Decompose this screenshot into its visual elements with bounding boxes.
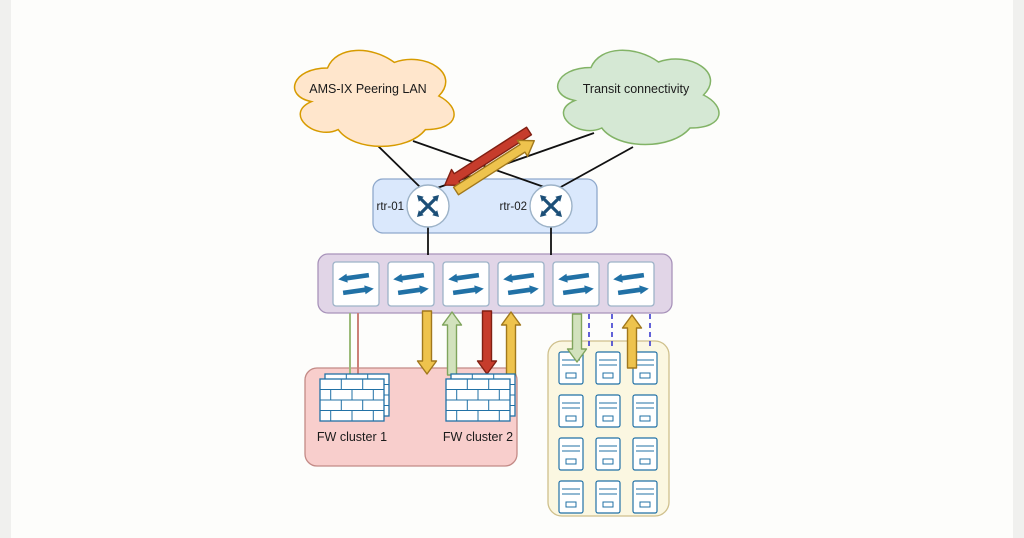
fw-traffic-arrow-yellow-up xyxy=(500,311,522,376)
router-icon-rtr-01 xyxy=(405,183,451,229)
fw-traffic-arrow-green-up xyxy=(441,311,463,376)
switch-icon xyxy=(332,261,380,307)
server-icon xyxy=(632,394,658,428)
firewall-icon xyxy=(319,378,385,422)
screen-edge-right xyxy=(1013,0,1024,538)
server-icon xyxy=(595,394,621,428)
server-icon xyxy=(558,437,584,471)
router-icon-rtr-02 xyxy=(528,183,574,229)
fw-cluster-2-icons xyxy=(445,373,516,422)
fw-traffic-arrow-red-down xyxy=(476,310,498,375)
cloud-label-transit: Transit connectivity xyxy=(583,82,690,96)
server-icon xyxy=(595,351,621,385)
cloud-ams-ix-peering-lan xyxy=(293,49,455,148)
fw-cluster-2-label: FW cluster 2 xyxy=(443,430,513,444)
cloud-label-ams-ix: AMS-IX Peering LAN xyxy=(309,82,426,96)
switch-icon xyxy=(387,261,435,307)
server-dashed-links xyxy=(588,314,651,350)
server-traffic-arrow-green-down xyxy=(566,313,588,363)
router-label-rtr-01: rtr-01 xyxy=(377,201,404,213)
router-label-rtr-02: rtr-02 xyxy=(500,201,527,213)
server-area xyxy=(547,340,670,517)
server-icon xyxy=(632,437,658,471)
fw-cluster-1-icons xyxy=(319,373,390,422)
server-icon xyxy=(595,480,621,514)
link-transit-rtr02 xyxy=(558,146,634,189)
firewall-icon xyxy=(445,378,511,422)
fw-traffic-arrow-yellow-down xyxy=(416,310,438,375)
screen-edge-left xyxy=(0,0,11,538)
server-traffic-arrow-yellow-up xyxy=(621,314,643,369)
switch-icon xyxy=(442,261,490,307)
switch-icon xyxy=(497,261,545,307)
cloud-transit-connectivity xyxy=(556,49,720,146)
server-icon xyxy=(595,437,621,471)
server-icon xyxy=(558,480,584,514)
switch-icon xyxy=(607,261,655,307)
server-icon xyxy=(558,394,584,428)
fw-cluster-1-label: FW cluster 1 xyxy=(317,430,387,444)
switch-icon xyxy=(552,261,600,307)
server-icon xyxy=(632,480,658,514)
link-peering-rtr01 xyxy=(375,143,422,189)
